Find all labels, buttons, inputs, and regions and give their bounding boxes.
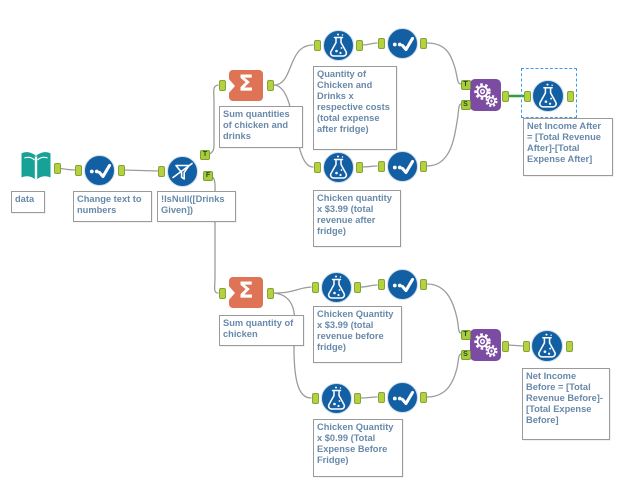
append-1-source-anchor[interactable]: S [460, 99, 471, 110]
formula-tool-2[interactable] [322, 151, 354, 188]
connection-append2-to-formulabefore[interactable] [507, 344, 524, 347]
append-fields-tool-2[interactable] [470, 329, 501, 361]
select-tool-1-input-anchor[interactable] [74, 164, 82, 176]
flask-icon [320, 271, 352, 303]
connection-formula1-to-select2[interactable] [361, 42, 378, 46]
formula-1-output-anchor[interactable] [355, 39, 363, 51]
connection-summarize2-to-formula3[interactable] [273, 286, 312, 294]
connection-formula2-to-select3[interactable] [361, 165, 378, 168]
summarize-notch [228, 77, 235, 94]
book-icon [21, 152, 51, 180]
connection-formula3-to-select4[interactable] [360, 284, 378, 288]
annotation-formula-before[interactable]: Net Income Before = [Total Revenue Befor… [522, 368, 610, 440]
formula-3-input-anchor[interactable] [311, 281, 319, 293]
append-1-target-anchor[interactable]: T [460, 79, 471, 90]
sigma-icon: Σ [238, 71, 254, 97]
formula-after-input-anchor[interactable] [523, 90, 531, 102]
append-fields-tool-1[interactable] [470, 79, 501, 111]
annotation-formula-3[interactable]: Chicken Quantity x $3.99 (total revenue … [313, 306, 402, 363]
flask-icon [320, 382, 352, 414]
formula-2-input-anchor[interactable] [313, 161, 321, 173]
check-icon [386, 381, 418, 413]
formula-before-input-anchor[interactable] [522, 340, 530, 352]
check-icon [386, 27, 418, 59]
summarize-1-input-anchor[interactable] [218, 79, 226, 91]
select-tool-3-output-anchor[interactable] [419, 160, 427, 172]
input-data-tool[interactable] [19, 149, 53, 186]
filter-tool[interactable] [166, 155, 198, 192]
connection-select4-to-append2-t[interactable] [426, 283, 462, 334]
formula-4-input-anchor[interactable] [311, 392, 319, 404]
summarize-tool-2[interactable]: Σ [228, 277, 263, 308]
select-tool-3[interactable] [386, 150, 418, 187]
append-2-source-anchor[interactable]: S [460, 349, 471, 360]
formula-2-output-anchor[interactable] [355, 161, 363, 173]
check-icon [386, 268, 418, 300]
flask-icon [322, 29, 354, 61]
gears-icon [474, 83, 498, 108]
formula-tool-4[interactable] [320, 382, 352, 419]
annotation-summarize-1[interactable]: Sum quantities of chicken and drinks [219, 106, 303, 148]
gears-icon [474, 333, 498, 358]
input-data-output-anchor[interactable] [53, 163, 61, 174]
annotation-formula-2[interactable]: Chicken quantity x $3.99 (total revenue … [313, 190, 401, 247]
check-icon [83, 154, 115, 186]
connection-filter-true-to-summarize1[interactable] [208, 84, 219, 155]
summarize-2-input-anchor[interactable] [218, 287, 226, 299]
annotation-formula-4[interactable]: Chicken Quantity x $0.99 (Total Expense … [313, 419, 403, 477]
summarize-tool-1[interactable]: Σ [228, 70, 263, 101]
formula-4-output-anchor[interactable] [353, 392, 361, 404]
select-tool-5-input-anchor[interactable] [377, 391, 385, 403]
filter-input-anchor[interactable] [157, 165, 165, 177]
select-tool-2[interactable] [386, 27, 418, 64]
formula-after-output-anchor[interactable] [566, 90, 574, 102]
select-tool-1-output-anchor[interactable] [117, 164, 125, 176]
connection-filter-false-to-summarize2[interactable] [210, 175, 219, 294]
formula-tool-1[interactable] [322, 29, 354, 66]
select-tool-2-input-anchor[interactable] [377, 37, 385, 49]
summarize-2-output-anchor[interactable] [266, 287, 274, 299]
select-tool-3-input-anchor[interactable] [377, 160, 385, 172]
formula-tool-3[interactable] [320, 271, 352, 308]
append-2-output-anchor[interactable] [501, 340, 509, 352]
connection-select1-to-filter[interactable] [123, 169, 159, 172]
connection-summarize1-to-formula1[interactable] [273, 44, 314, 86]
annotation-input-data[interactable]: data [11, 191, 45, 213]
select-tool-4-input-anchor[interactable] [377, 278, 385, 290]
flask-icon [532, 80, 564, 112]
connection-select2-to-append1-t[interactable] [426, 42, 462, 85]
connection-formula4-to-select5[interactable] [360, 396, 378, 399]
funnel-icon [166, 155, 198, 187]
filter-false-anchor[interactable]: F [203, 171, 213, 181]
selection-rectangle [521, 68, 577, 118]
sigma-icon: Σ [238, 278, 254, 304]
formula-1-input-anchor[interactable] [313, 39, 321, 51]
append-1-output-anchor[interactable] [501, 90, 509, 102]
select-tool-2-output-anchor[interactable] [419, 37, 427, 49]
annotation-select-1[interactable]: Change text to numbers [73, 191, 152, 222]
select-tool-5[interactable] [386, 381, 418, 418]
filter-true-anchor[interactable]: T [200, 150, 210, 160]
annotation-formula-1[interactable]: Quantity of Chicken and Drinks x respect… [313, 66, 397, 150]
select-tool-1[interactable] [83, 154, 115, 191]
check-icon [386, 150, 418, 182]
formula-tool-net-income-after[interactable] [532, 80, 564, 117]
annotation-filter[interactable]: !IsNull([Drinks Given]) [157, 191, 236, 222]
flask-icon [322, 151, 354, 183]
annotation-formula-after[interactable]: Net Income After = [Total Revenue After]… [523, 118, 613, 176]
formula-3-output-anchor[interactable] [353, 281, 361, 293]
select-tool-4[interactable] [386, 268, 418, 305]
flask-icon [531, 330, 563, 362]
formula-before-output-anchor[interactable] [565, 340, 573, 352]
select-tool-5-output-anchor[interactable] [419, 391, 427, 403]
formula-tool-net-income-before[interactable] [531, 330, 563, 367]
summarize-notch [228, 284, 235, 301]
summarize-1-output-anchor[interactable] [266, 79, 274, 91]
append-2-target-anchor[interactable]: T [460, 329, 471, 340]
select-tool-4-output-anchor[interactable] [419, 278, 427, 290]
connection-select5-to-append2-s[interactable] [426, 353, 462, 398]
connection-select3-to-append1-s[interactable] [426, 103, 462, 167]
annotation-summarize-2[interactable]: Sum quantity of chicken [219, 315, 304, 346]
connection-summarize2-to-formula4[interactable] [273, 292, 312, 399]
